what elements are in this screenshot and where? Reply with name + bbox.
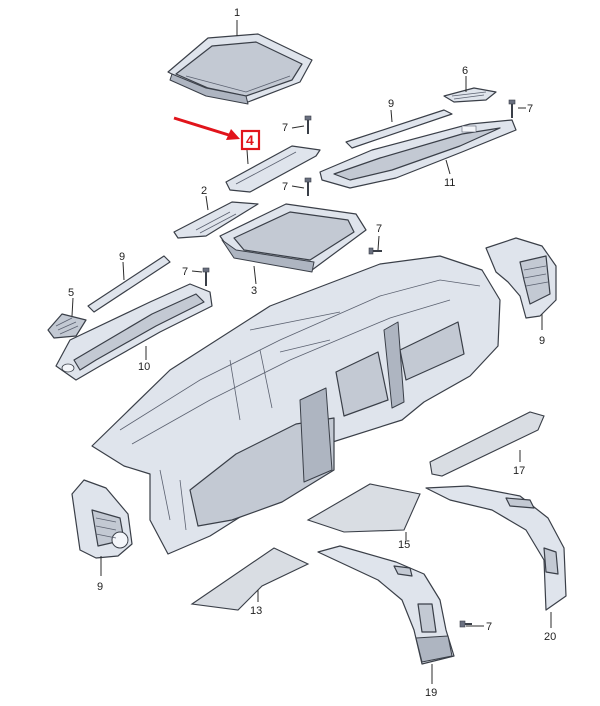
part-2-trim-piece — [173, 201, 259, 239]
part-15-insulation-mat — [306, 483, 421, 533]
callout-1: 1 — [234, 7, 240, 19]
callout-19: 19 — [425, 687, 437, 699]
callout-9-left-vent: 9 — [97, 581, 103, 593]
callout-11: 11 — [444, 177, 455, 189]
part-3-storage-tray — [219, 203, 367, 273]
callout-7-e: 7 — [182, 266, 188, 278]
highlight-box — [240, 129, 261, 151]
screw-icon-7e — [202, 267, 210, 286]
part-17-insulation-mat — [429, 411, 545, 477]
callout-9-top: 9 — [388, 98, 394, 110]
callout-9-left-strip: 9 — [119, 251, 125, 263]
part-13-insulation-mat — [190, 547, 310, 611]
part-19-center-lower-trim — [317, 545, 455, 665]
callout-4: 4 — [246, 132, 254, 148]
leader-lines — [71, 20, 552, 684]
dashboard-carrier-frame — [91, 255, 501, 555]
screw-icon-7c — [304, 177, 312, 196]
callout-2: 2 — [201, 185, 207, 197]
screw-icon-7f — [459, 620, 472, 628]
part-4-cover-panel — [225, 145, 321, 193]
screw-icon-7d — [368, 247, 382, 255]
callout-3: 3 — [251, 285, 257, 297]
highlight-arrow — [173, 116, 240, 140]
callout-7-d: 7 — [376, 223, 382, 235]
part-9-right-vent-housing — [485, 237, 557, 319]
part-11-upper-trim-panel — [319, 119, 517, 189]
part-9-left-lower-vent-housing — [71, 479, 133, 559]
part-9-trim-strip-top — [345, 109, 453, 149]
callout-7-c: 7 — [282, 181, 288, 193]
callout-7-b: 7 — [527, 103, 533, 115]
part-9-trim-strip-left — [87, 255, 171, 313]
screw-icon-7b — [508, 99, 516, 118]
callout-10: 10 — [138, 361, 150, 373]
screw-icon-7a — [304, 115, 312, 134]
part-20-right-side-trim — [425, 485, 567, 611]
part-6-vent-grille — [443, 87, 497, 103]
callout-6: 6 — [462, 65, 468, 77]
callout-17: 17 — [513, 465, 525, 477]
callout-20: 20 — [544, 631, 556, 643]
callout-9-right-vent: 9 — [539, 335, 545, 347]
part-5-left-vent — [47, 313, 87, 339]
callout-7-f: 7 — [486, 621, 492, 633]
callout-7-a: 7 — [282, 122, 288, 134]
callout-15: 15 — [398, 539, 410, 551]
callout-13: 13 — [250, 605, 262, 617]
callout-5: 5 — [68, 287, 74, 299]
part-1-compartment-cover — [167, 33, 313, 105]
part-10-left-trim-panel — [55, 283, 213, 381]
